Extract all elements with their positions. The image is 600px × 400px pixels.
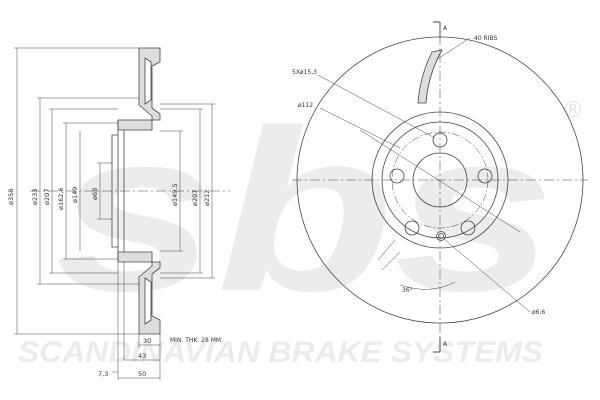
bolt-hole xyxy=(389,168,405,184)
min-thickness-note: MIN. THK. 28 MM. xyxy=(170,337,223,344)
dim-diameter-233: ø233 xyxy=(31,189,39,205)
dim-outer-diameter: ø358 xyxy=(7,189,15,205)
bolt-hole xyxy=(477,168,493,184)
dim-diameter-207-right: ø207 xyxy=(191,190,199,206)
vent-channel-upper xyxy=(144,57,152,105)
dim-diameter-149-5: ø149,5 xyxy=(171,183,179,206)
vent-rib-slot xyxy=(417,49,443,104)
watermark: sbs ® SCANDINAVIAN BRAKE SYSTEMS xyxy=(18,82,584,369)
section-marker-top: A xyxy=(443,25,448,32)
dim-width-43: 43 xyxy=(138,352,146,360)
locating-hole xyxy=(436,231,446,241)
leader-lines xyxy=(317,37,531,313)
dim-offset-7-3: 7,3 xyxy=(98,370,108,378)
bolt-holes-label: 5Xø15,3 xyxy=(292,69,317,76)
front-view xyxy=(292,21,588,353)
bolt-hole xyxy=(460,220,476,236)
section-view-labels: ø358 ø233 ø207 ø162,6 ø149 ø68 ø149,5 ø2… xyxy=(7,183,223,378)
dim-diameter-212: ø212 xyxy=(203,190,211,206)
locating-hole-inner xyxy=(438,233,444,239)
dim-diameter-207-left: ø207 xyxy=(43,189,51,205)
dim-width-30: 30 xyxy=(143,337,151,345)
vent-channel-lower xyxy=(144,277,152,325)
dim-center-bore: ø68 xyxy=(91,188,99,200)
hole-diameter-label: ø6,6 xyxy=(532,309,545,316)
watermark-brand-line: SCANDINAVIAN BRAKE SYSTEMS xyxy=(18,336,543,369)
dim-diameter-162: ø162,6 xyxy=(57,187,65,210)
front-view-centerlines xyxy=(292,35,588,340)
watermark-registered-mark: ® xyxy=(562,98,584,123)
section-view xyxy=(14,47,230,380)
diameter-dimension-lines xyxy=(14,47,215,335)
section-marker-bottom: A xyxy=(443,341,448,348)
ribs-label: 40 RIBS xyxy=(474,35,497,42)
bolt-hole xyxy=(404,220,420,236)
dim-diameter-149: ø149 xyxy=(71,187,79,203)
angle-label: 36° xyxy=(402,287,413,294)
pcd-label: ø112 xyxy=(298,102,313,109)
thickness-dimension-lines xyxy=(112,262,161,380)
dim-width-50: 50 xyxy=(138,370,146,378)
section-markers xyxy=(433,21,441,353)
front-view-labels: A A 40 RIBS 5Xø15,3 ø112 36° ø6,6 xyxy=(292,25,545,348)
